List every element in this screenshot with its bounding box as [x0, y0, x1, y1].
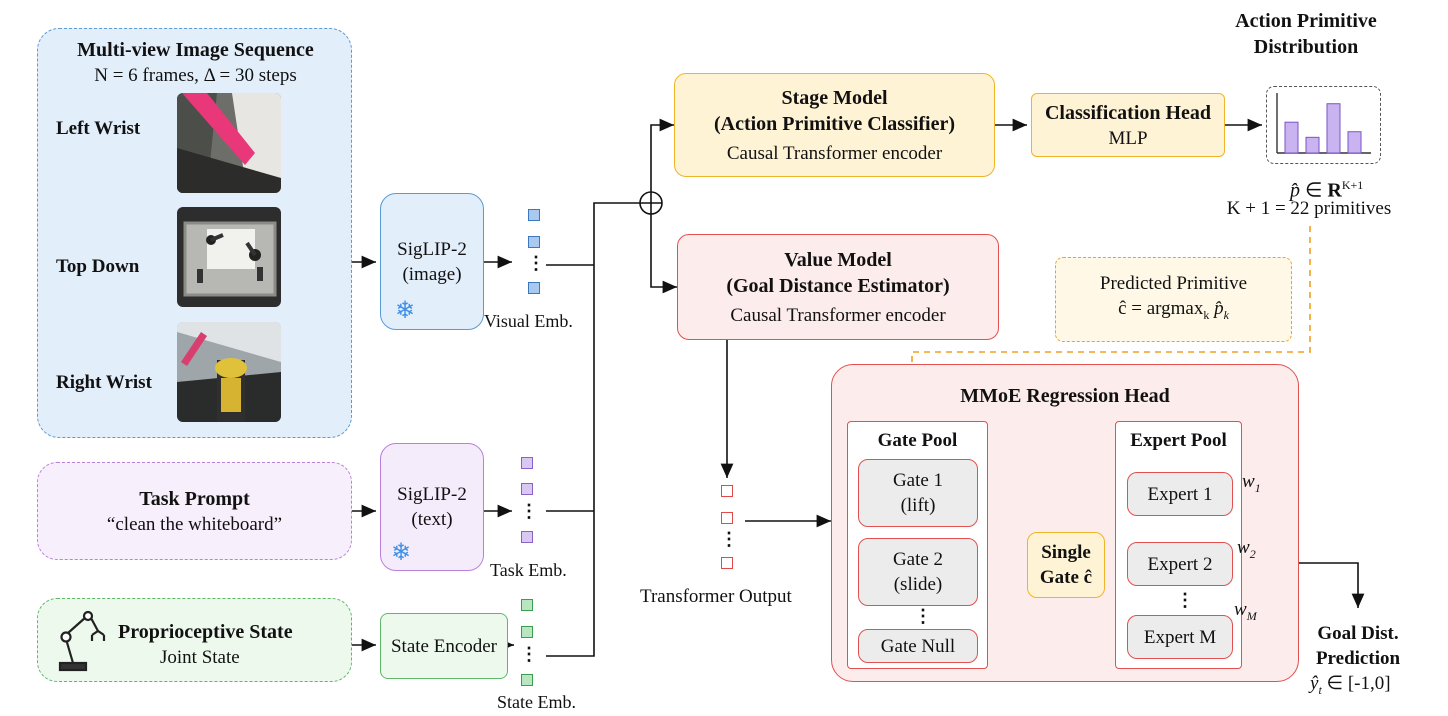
- robot-arm-icon: [58, 610, 106, 672]
- distribution-title-1: Action Primitive: [1235, 10, 1377, 32]
- state-encoder: State Encoder: [380, 613, 508, 679]
- siglip-text-line1: SigLIP-2: [397, 484, 467, 505]
- gate-null: Gate Null: [858, 629, 978, 663]
- expert-2: Expert 2: [1127, 542, 1233, 586]
- distribution-bar: [1347, 131, 1362, 154]
- distribution-bar: [1305, 136, 1320, 154]
- predicted-primitive-formula: ĉ = argmaxk p̂k: [1118, 298, 1229, 322]
- task-prompt-panel: Task Prompt “clean the whiteboard”: [37, 462, 352, 560]
- siglip-image-line1: SigLIP-2: [397, 238, 467, 260]
- distribution-chart-box: [1266, 86, 1381, 164]
- arrow-plus-to-stage-model: [650, 118, 674, 192]
- weight-w1: w1: [1242, 471, 1261, 495]
- value-model-body: Causal Transformer encoder: [730, 304, 946, 326]
- siglip-text-encoder: SigLIP-2 (text) ❄: [380, 443, 484, 571]
- gate-1: Gate 1 (lift): [858, 459, 978, 527]
- distribution-count: K + 1 = 22 primitives: [1226, 198, 1392, 219]
- expert-m: Expert M: [1127, 615, 1233, 659]
- distribution-title-2: Distribution: [1253, 36, 1359, 58]
- weight-w2: w2: [1237, 537, 1256, 561]
- predicted-primitive-title: Predicted Primitive: [1099, 273, 1248, 295]
- multiview-image-panel: Multi-view Image Sequence N = 6 frames, …: [37, 28, 352, 438]
- value-model-title: Value Model: [784, 248, 892, 271]
- expert-pool-panel: Expert Pool Expert 1 Expert 2 ⋮ Expert M: [1115, 421, 1242, 669]
- single-gate-box: Single Gate ĉ: [1027, 532, 1105, 598]
- predicted-primitive-box: Predicted Primitive ĉ = argmaxk p̂k: [1055, 257, 1292, 342]
- expert-pool-title: Expert Pool: [1130, 430, 1227, 451]
- state-emb-label: State Emb.: [497, 692, 576, 712]
- siglip-text-line2: (text): [411, 509, 453, 530]
- arrow-distribution-to-gate-pool: [905, 226, 1311, 418]
- siglip-image-line2: (image): [402, 263, 462, 285]
- gate-pool-title: Gate Pool: [877, 430, 958, 451]
- top-down-image: [177, 207, 281, 307]
- proprio-text: Joint State: [160, 647, 240, 668]
- output-formula: ŷt ∈ [-1,0]: [1310, 673, 1391, 697]
- view-label-left-wrist: Left Wrist: [56, 118, 141, 139]
- value-model-subtitle: (Goal Distance Estimator): [726, 274, 950, 297]
- value-model-box: Value Model (Goal Distance Estimator) Ca…: [677, 234, 999, 340]
- task-prompt-title: Task Prompt: [139, 487, 250, 510]
- gate-ellipsis: ⋮: [914, 606, 932, 626]
- multiview-subtitle: N = 6 frames, Δ = 30 steps: [94, 65, 297, 86]
- distribution-formula: p̂ ∈ RK+1: [1290, 178, 1364, 202]
- siglip-image-encoder: SigLIP-2 (image) ❄: [380, 193, 484, 330]
- classification-head-body: MLP: [1108, 127, 1148, 149]
- mmoe-head-panel: MMoE Regression Head Gate Pool Gate 1 (l…: [831, 364, 1299, 682]
- expert-1: Expert 1: [1127, 472, 1233, 516]
- mmoe-title: MMoE Regression Head: [960, 385, 1170, 407]
- line-state-emb-merge: [546, 202, 640, 657]
- weight-wm: wM: [1234, 599, 1257, 623]
- transformer-output-label: Transformer Output: [640, 586, 792, 607]
- stage-model-box: Stage Model (Action Primitive Classifier…: [674, 73, 995, 177]
- view-label-top-down: Top Down: [56, 256, 140, 277]
- task-emb-label: Task Emb.: [490, 560, 567, 580]
- output-title-2: Prediction: [1315, 648, 1401, 669]
- proprio-panel: Proprioceptive State Joint State: [37, 598, 352, 682]
- view-label-right-wrist: Right Wrist: [56, 372, 152, 393]
- gate-2: Gate 2 (slide): [858, 538, 978, 606]
- stage-model-subtitle: (Action Primitive Classifier): [713, 112, 956, 135]
- proprio-title: Proprioceptive State: [118, 621, 293, 643]
- left-wrist-image: [177, 93, 281, 193]
- distribution-bar: [1284, 121, 1299, 154]
- arrow-sum-to-output: [1288, 562, 1365, 608]
- classification-head-box: Classification Head MLP: [1031, 93, 1225, 157]
- stage-model-body: Causal Transformer encoder: [726, 142, 943, 164]
- snowflake-icon: ❄: [391, 540, 412, 566]
- stage-model-title: Stage Model: [781, 86, 888, 109]
- expert-ellipsis: ⋮: [1176, 590, 1194, 610]
- multiview-title: Multi-view Image Sequence: [77, 39, 314, 61]
- gate-pool-panel: Gate Pool Gate 1 (lift) Gate 2 (slide) ⋮…: [847, 421, 988, 669]
- right-wrist-image: [177, 322, 281, 422]
- output-title-1: Goal Dist.: [1317, 623, 1399, 644]
- task-prompt-text: “clean the whiteboard”: [106, 513, 283, 535]
- classification-head-title: Classification Head: [1044, 101, 1212, 124]
- arrow-plus-to-value-model: [650, 214, 677, 294]
- distribution-bar: [1326, 103, 1341, 154]
- distribution-bars: [1276, 93, 1371, 154]
- snowflake-icon: ❄: [395, 298, 416, 324]
- state-encoder-label: State Encoder: [390, 635, 498, 657]
- visual-emb-label: Visual Emb.: [484, 311, 573, 331]
